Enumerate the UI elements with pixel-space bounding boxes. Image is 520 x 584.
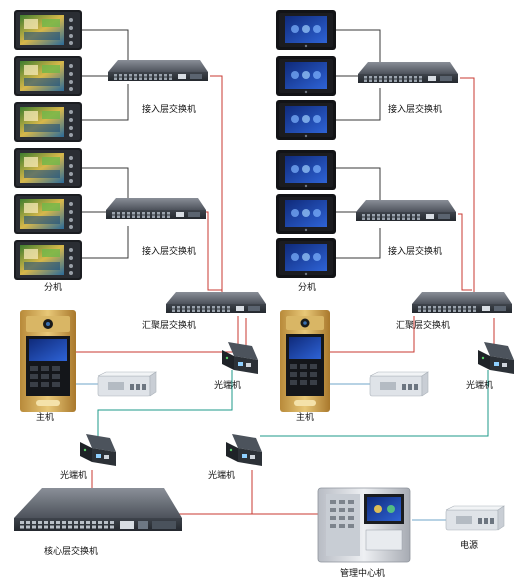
- management-center-label: 管理中心机: [340, 567, 385, 579]
- door-station-left: [20, 310, 76, 412]
- indoor-monitor-icon: [14, 102, 82, 142]
- indoor-unit-label: 分机: [298, 281, 316, 293]
- door-station-right: [280, 310, 330, 412]
- power-supply-icon: [445, 505, 505, 531]
- core-switch-label: 核心层交换机: [44, 545, 98, 557]
- indoor-monitor-icon: [276, 56, 336, 96]
- door-station-label: 主机: [296, 411, 314, 423]
- door-station-icon: [20, 310, 76, 412]
- left-upper-access-cables: [82, 29, 129, 121]
- aggregation-switch-label: 汇聚层交换机: [396, 319, 450, 331]
- fiber-transceiver-icon: [226, 434, 262, 466]
- indoor-unit-label: 分机: [44, 281, 62, 293]
- network-switch-icon: [358, 62, 458, 83]
- indoor-monitor-icon: [14, 148, 82, 188]
- indoor-monitor-icon: [276, 10, 336, 50]
- network-switch-icon: [166, 292, 266, 313]
- fiber-transceiver-label: 光端机: [208, 469, 235, 481]
- indoor-monitor-icon: [276, 100, 336, 140]
- indoor-monitor-icon: [276, 194, 336, 234]
- labels: 接入层交换机 接入层交换机 接入层交换机 接入层交换机 分机 分机 汇聚层交换机…: [36, 103, 493, 579]
- indoor-monitor-icon: [14, 194, 82, 234]
- power-supply-label: 电源: [460, 539, 478, 551]
- network-switch-icon: [14, 488, 182, 531]
- left-indoor-monitors: [14, 10, 82, 280]
- indoor-monitor-icon: [14, 56, 82, 96]
- fiber-links: [97, 370, 489, 437]
- indoor-monitor-icon: [276, 238, 336, 278]
- right-upper-access-cables: [336, 29, 381, 121]
- network-switch-icon: [356, 200, 456, 221]
- fiber-transceiver-label: 光端机: [60, 469, 87, 481]
- fiber-transceiver-label: 光端机: [466, 379, 493, 391]
- fiber-transceiver-icon: [222, 342, 258, 374]
- fiber-transceiver-label: 光端机: [214, 379, 241, 391]
- indoor-monitor-icon: [276, 150, 336, 190]
- power-cables: [76, 383, 446, 521]
- door-station-label: 主机: [36, 411, 54, 423]
- right-indoor-monitors: [276, 10, 336, 278]
- access-switch-label: 接入层交换机: [388, 103, 442, 115]
- indoor-monitor-icon: [14, 240, 82, 280]
- right-lower-access-cables: [336, 167, 381, 259]
- access-switch-label: 接入层交换机: [388, 245, 442, 257]
- indoor-monitor-icon: [14, 10, 82, 50]
- access-switch-label: 接入层交换机: [142, 245, 196, 257]
- network-switch-icon: [108, 60, 208, 81]
- door-station-icon: [280, 310, 330, 412]
- left-lower-access-cables: [82, 167, 129, 259]
- access-switch-label: 接入层交换机: [142, 103, 196, 115]
- management-center-icon: [317, 487, 411, 563]
- network-switch-icon: [106, 198, 206, 219]
- power-supply-icon: [369, 371, 429, 397]
- aggregation-switch-label: 汇聚层交换机: [142, 319, 196, 331]
- power-supply-icon: [97, 371, 157, 397]
- fiber-transceiver-icon: [80, 434, 116, 466]
- fiber-transceiver-icon: [478, 342, 514, 374]
- network-switch-icon: [412, 292, 512, 313]
